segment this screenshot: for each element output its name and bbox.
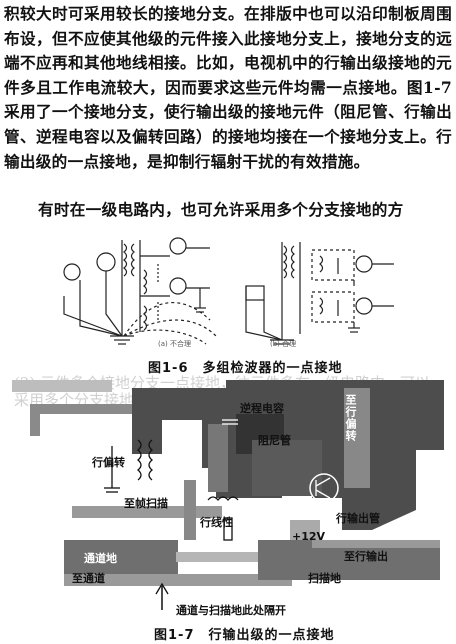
trace [184, 480, 196, 540]
transistor-symbol [355, 297, 373, 315]
label-to-line-output: 至行输出 [344, 550, 388, 563]
top-trace [12, 380, 112, 392]
lower-trace [176, 552, 258, 562]
output-area [252, 440, 322, 496]
label-plus-12v: +12V [292, 530, 326, 543]
label-line-linearity: 行线性 [200, 516, 233, 529]
figure-1-7-caption: 图1-7 行输出级的一点接地 [154, 628, 335, 643]
label-scan-ground: 扫描地 [308, 572, 341, 585]
label-line-deflection: 行偏转 [92, 456, 125, 469]
channel-trace [64, 574, 292, 586]
power-pad [290, 520, 320, 540]
right-band [344, 388, 370, 488]
trace [208, 424, 228, 492]
label-output-tube: 行输出管 [336, 512, 380, 525]
transistor-symbol [355, 255, 373, 273]
figure-1-6-caption: 图1-6 多组检波器的一点接地 [148, 361, 343, 376]
figure-1-7: 逆程电容 至行偏转 阻尼管 行偏转 至帧扫描 行线性 行输出管 +12V 至行输… [12, 380, 444, 620]
line-output-trace [312, 540, 440, 548]
figure-1-6-sublabel-a: (a) 不合理 [158, 340, 191, 348]
label-damper-tube: 阻尼管 [258, 434, 291, 447]
label-separation-note: 通道与扫描地此处隔开 [176, 604, 286, 617]
upper-left-trace [30, 404, 132, 436]
label-channel-ground: 通道地 [84, 552, 117, 565]
body-paragraph-1: 积较大时可采用较长的接地分支。在排版中也可以沿印制板周围布设，但不应使其他级的元… [4, 4, 452, 171]
figure-1-6 [60, 236, 396, 348]
channel-ground-plane [64, 540, 178, 580]
transistor-symbol [169, 277, 187, 295]
label-to-deflection-coil: 至行偏转 [344, 394, 357, 442]
transistor-symbol [63, 263, 81, 281]
figure-1-6-sublabel-b: (b) 合理 [270, 340, 297, 348]
label-reverse-capacitor: 逆程电容 [240, 402, 284, 415]
transistor-symbol [169, 237, 187, 255]
figure-1-7-pcb-layout [12, 380, 444, 610]
figure-1-6-schematic [63, 237, 394, 345]
body-paragraph-2: 有时在一级电路内，也可允许采用多个分支接地的方 [38, 200, 404, 219]
label-to-frame-scan: 至帧扫描 [124, 497, 168, 510]
label-to-channel: 至通道 [72, 572, 105, 585]
transistor-symbol [96, 252, 116, 272]
